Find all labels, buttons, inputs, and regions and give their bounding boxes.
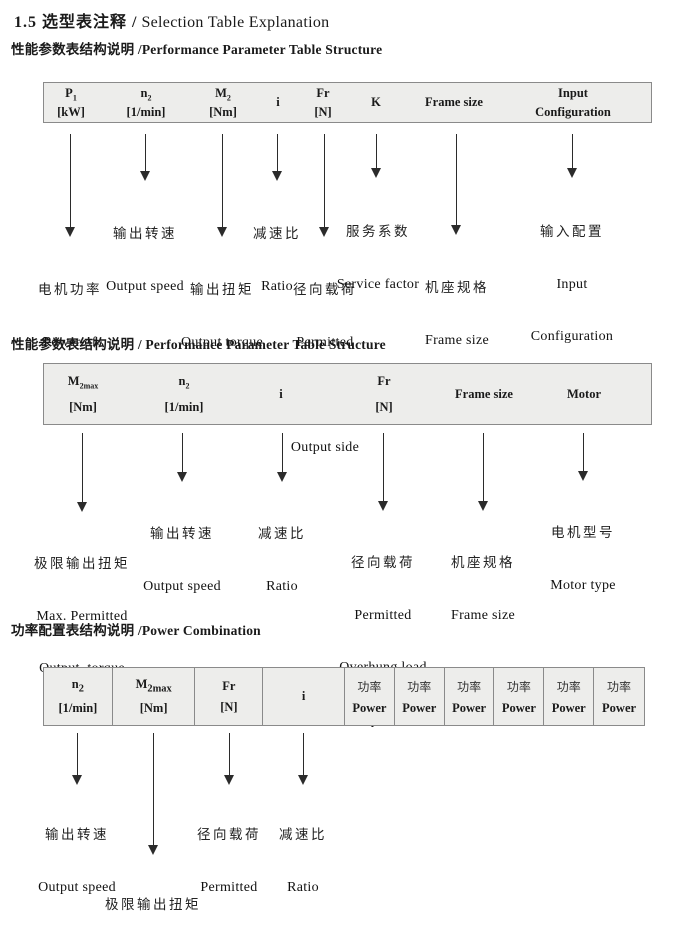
down-arrow bbox=[478, 433, 488, 511]
down-arrow bbox=[177, 433, 187, 482]
col-symbol: Fr bbox=[316, 85, 330, 100]
callout-output-speed: 输出转速 Output speed bbox=[143, 526, 221, 594]
callout-overhung-load: 径向载荷 Permitted Overhung load Output side bbox=[339, 555, 426, 728]
down-arrow bbox=[451, 134, 461, 235]
col-symbol: M2 bbox=[215, 85, 231, 102]
col-symbol: Fr bbox=[377, 373, 391, 388]
callout-max-output-torque: 极限输出扭矩 Max. Permitted Output torque bbox=[105, 897, 201, 912]
callout-output-torque: 输出扭矩 Output torque bbox=[180, 282, 264, 350]
col-unit: [Nm] bbox=[69, 399, 97, 414]
col-symbol: Frame size bbox=[425, 95, 483, 109]
table1-col-p1: P1 [kW] bbox=[57, 83, 85, 122]
table1-col-input-configuration: Input Configuration bbox=[535, 83, 611, 122]
table3-col-power-3: 功率 Power bbox=[445, 668, 495, 725]
callout-ratio: 减速比 Ratio bbox=[253, 226, 301, 294]
table2-col-fr: Fr [N] bbox=[375, 364, 392, 424]
col-symbol: n2 bbox=[178, 373, 190, 390]
down-arrow bbox=[224, 733, 234, 785]
down-arrow bbox=[371, 134, 381, 178]
col-unit: [N] bbox=[375, 399, 393, 414]
col-symbol: Fr bbox=[222, 678, 236, 693]
down-arrow bbox=[319, 134, 329, 237]
col-unit: [1/min] bbox=[164, 399, 204, 414]
col-symbol: Motor bbox=[566, 386, 602, 401]
table3-col-power-6: 功率 Power bbox=[602, 679, 637, 715]
down-arrow bbox=[272, 134, 282, 181]
table1-col-k: K bbox=[371, 83, 381, 122]
col-unit: [Nm] bbox=[209, 104, 237, 119]
down-arrow bbox=[277, 433, 287, 482]
table2-col-motor: Motor bbox=[567, 364, 601, 424]
col-symbol: M2max bbox=[67, 373, 99, 390]
table1-col-frame-size: Frame size bbox=[425, 83, 483, 122]
page-title-zh: 1.5 选型表注释 / bbox=[14, 14, 138, 31]
col-unit: Configuration bbox=[535, 104, 611, 119]
col-symbol: i bbox=[276, 95, 280, 109]
down-arrow bbox=[567, 134, 577, 178]
col-symbol: n2 bbox=[140, 85, 152, 102]
table2-col-m2max: M2max [Nm] bbox=[68, 364, 98, 424]
col-unit: [N] bbox=[314, 104, 332, 119]
callout-frame-size: 机座规格 Frame size bbox=[450, 555, 516, 623]
table2-col-n2: n2 [1/min] bbox=[165, 364, 204, 424]
col-unit: [Nm] bbox=[139, 700, 168, 715]
down-arrow bbox=[148, 733, 158, 855]
table3-col-i: i bbox=[263, 668, 345, 725]
down-arrow bbox=[140, 134, 150, 181]
down-arrow bbox=[298, 733, 308, 785]
col-symbol: P1 bbox=[65, 85, 77, 102]
section2-heading: 性能参数表结构说明 / Performance Parameter Table … bbox=[11, 337, 386, 352]
down-arrow bbox=[378, 433, 388, 511]
table3-col-power-5: 功率 Power bbox=[544, 668, 595, 725]
table3-col-n2: n2 [1/min] bbox=[44, 668, 113, 725]
table3-col-fr: Fr [N] bbox=[195, 668, 264, 725]
table3-col-power-2: 功率 Power bbox=[395, 668, 445, 725]
section1-header-table: P1 [kW] n2 [1/min] M2 [Nm] i Fr [N] K Fr… bbox=[43, 82, 652, 123]
section3-power-table: n2 [1/min] M2max [Nm] Fr [N] i 功率 Power … bbox=[43, 667, 645, 726]
down-arrow bbox=[578, 433, 588, 481]
down-arrow bbox=[65, 134, 75, 237]
table3-col-power-4: 功率 Power bbox=[494, 668, 545, 725]
col-unit: [N] bbox=[220, 699, 238, 714]
col-unit: [1/min] bbox=[126, 104, 166, 119]
section2-header-table: M2max [Nm] n2 [1/min] i Fr [N] Frame siz… bbox=[43, 363, 652, 425]
table1-col-m2: M2 [Nm] bbox=[209, 83, 237, 122]
table2-col-frame-size: Frame size bbox=[455, 364, 513, 424]
callout-frame-size: 机座规格 Frame size bbox=[424, 280, 490, 348]
table1-col-n2: n2 [1/min] bbox=[127, 83, 166, 122]
col-symbol: Frame size bbox=[455, 386, 513, 401]
col-unit: [kW] bbox=[57, 104, 85, 119]
col-symbol: i bbox=[301, 689, 306, 703]
callout-input-configuration: 输入配置 Input Configuration bbox=[530, 224, 614, 344]
table1-col-i: i bbox=[276, 83, 279, 122]
callout-motor-type: 电机型号 Motor type bbox=[550, 525, 616, 593]
page-title: 1.5 选型表注释 / Selection Table Explanation bbox=[14, 8, 329, 32]
table1-col-fr: Fr [N] bbox=[314, 83, 331, 122]
down-arrow bbox=[217, 134, 227, 237]
callout-ratio: 减速比 Ratio bbox=[258, 526, 306, 594]
table3-col-power-1: 功率 Power bbox=[345, 668, 395, 725]
callout-overhung-load: 径向载荷 Permitted Overhung load Output side bbox=[197, 827, 261, 895]
table2-col-i: i bbox=[279, 364, 282, 424]
section1-heading: 性能参数表结构说明 /Performance Parameter Table S… bbox=[11, 42, 383, 57]
callout-output-speed: 输出转速 Output speed bbox=[38, 827, 116, 895]
callout-ratio: 减速比 Ratio bbox=[279, 827, 327, 895]
callout-output-speed: 输出转速 Output speed bbox=[106, 226, 184, 294]
section3-heading: 功率配置表结构说明 /Power Combination bbox=[11, 623, 261, 638]
down-arrow bbox=[77, 433, 87, 512]
table3-col-m2max: M2max [Nm] bbox=[113, 668, 196, 725]
col-symbol: Input bbox=[558, 85, 588, 100]
callout-service-factor: 服务系数 Service factor bbox=[336, 224, 420, 292]
col-symbol: n2 bbox=[71, 677, 84, 695]
col-symbol: i bbox=[279, 386, 283, 401]
col-symbol: K bbox=[371, 95, 381, 109]
col-symbol: M2max bbox=[135, 677, 172, 695]
page-title-en: Selection Table Explanation bbox=[141, 14, 330, 31]
col-unit: [1/min] bbox=[58, 700, 98, 715]
down-arrow bbox=[72, 733, 82, 785]
